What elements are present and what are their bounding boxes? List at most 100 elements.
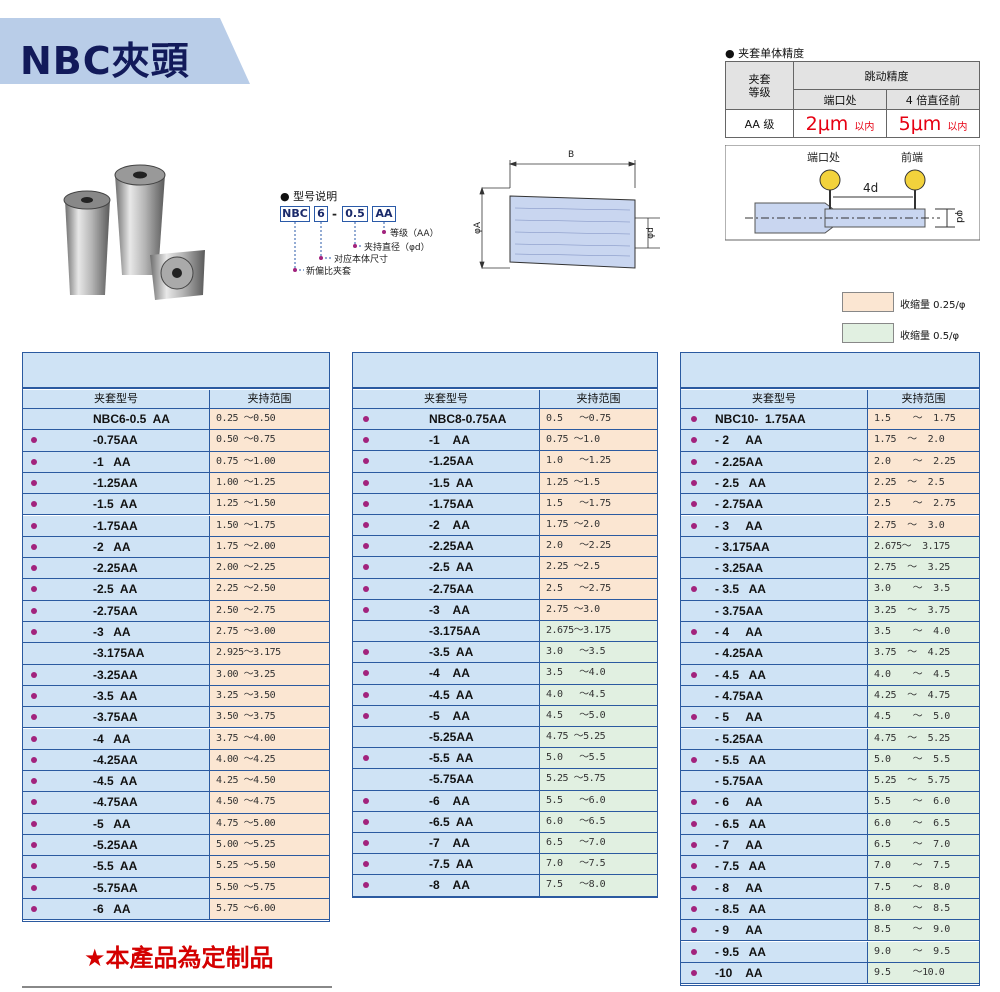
model-number: -3.175AA: [429, 624, 481, 638]
model-number: - 2 AA: [715, 433, 763, 448]
stock-dot-icon: [363, 437, 369, 444]
clamp-range-cell: 5.75 ～6.00: [209, 898, 329, 920]
clamp-range-cell: 5.5 ～6.0: [539, 790, 657, 811]
stock-dot-icon: [31, 714, 37, 721]
model-cell: - 6.5 AA: [681, 813, 867, 834]
model-cell: -1 AA: [23, 451, 209, 472]
model-number: -2.75AA: [429, 581, 474, 596]
clamp-range-cell: 7.5 ～ 8.0: [867, 877, 979, 898]
stock-dot-icon: [31, 799, 37, 806]
model-number: NBC6-0.5 AA: [93, 412, 170, 426]
model-number: - 2.75AA: [715, 497, 764, 512]
clamp-range-cell: 8.5 ～ 9.0: [867, 920, 979, 941]
model-number: -10 AA: [715, 965, 763, 980]
stock-dot-icon: [31, 905, 37, 912]
grade-label: 等级（AA）: [390, 229, 439, 239]
table-row: -5 AA 4.5 ～5.0: [353, 705, 657, 728]
stock-dot-icon: [691, 437, 697, 444]
model-number: NBC10- 1.75AA: [715, 412, 806, 426]
clamp-range-cell: 1.75 ～2.00: [209, 536, 329, 558]
model-number: - 2.25AA: [715, 454, 764, 469]
model-number: -6.5 AA: [429, 814, 474, 829]
precision-grade-header: 夹套 等级: [725, 61, 794, 110]
clamp-range-cell: 4.25 ～4.50: [209, 771, 329, 792]
model-cell: -3.5 AA: [23, 685, 209, 707]
model-cell: -8 AA: [353, 875, 539, 896]
model-cell: -5.5 AA: [23, 856, 209, 877]
model-number: - 7.5 AA: [715, 859, 766, 874]
stock-dot-icon: [363, 606, 369, 613]
gauge-4d-label: 4d: [863, 181, 879, 195]
stock-dot-icon: [691, 842, 697, 848]
model-number: -5.25AA: [93, 838, 138, 852]
stock-dot-icon: [363, 670, 369, 677]
model-cell: -6 AA: [353, 790, 539, 811]
model-cell: -3.5 AA: [353, 642, 539, 663]
clamp-range-cell: 2.50 ～2.75: [209, 600, 329, 621]
model-number: -1 AA: [93, 454, 131, 469]
clamp-range-cell: 6.5 ～ 7.0: [867, 835, 979, 856]
model-number: - 8 AA: [715, 880, 763, 895]
model-legend: ● 型号说明 NBC 6 - 0.5 AA 等级（AA） 夹持直径（φd） 对应…: [278, 188, 468, 288]
clamp-range-cell: 4.0 ～ 4.5: [867, 664, 979, 685]
model-cell: -1.25AA: [23, 472, 209, 494]
clamp-range-cell: 3.0 ～ 3.5: [867, 579, 979, 600]
model-number: - 5.5 AA: [715, 752, 766, 767]
stock-dot-icon: [31, 629, 37, 635]
model-number: - 3.5 AA: [715, 582, 766, 597]
model-cell: -4.5 AA: [353, 684, 539, 705]
model-number: -3.25AA: [93, 667, 138, 682]
model-cell: - 3.5 AA: [681, 579, 867, 600]
model-cell: -1.5 AA: [353, 472, 539, 493]
model-cell: -2 AA: [23, 536, 209, 558]
model-cell: -1.75AA: [353, 493, 539, 515]
clamp-range-cell: 4.5 ～5.0: [539, 705, 657, 727]
model-part-diameter: 0.5: [342, 206, 368, 222]
gauge-front-label: 前端: [901, 151, 923, 164]
clamp-range-cell: 2.75 ～3.0: [539, 599, 657, 621]
model-number: -2.25AA: [93, 561, 138, 576]
model-number: - 4.75AA: [715, 688, 764, 703]
model-number: -5 AA: [429, 708, 470, 723]
gauge-d-label: φd: [953, 210, 965, 223]
model-cell: - 4.5 AA: [681, 664, 867, 685]
stock-dot-icon: [31, 543, 37, 550]
clamp-range-cell: 3.25 ～ 3.75: [867, 600, 979, 621]
stock-dot-icon: [31, 820, 37, 827]
precision-4d-value: 5μm 以内: [886, 109, 980, 138]
model-number: - 5.25AA: [715, 731, 764, 746]
clamp-range-cell: 2.5 ～ 2.75: [867, 494, 979, 515]
model-number: -0.75AA: [93, 433, 138, 448]
stock-dot-icon: [31, 842, 37, 848]
precision-panel: ● 夹套单体精度 夹套 等级 跳动精度 端口处 4 倍直径前 AA 级 2μm …: [724, 45, 981, 275]
stock-dot-icon: [31, 458, 37, 465]
model-number: -1.5 AA: [93, 497, 138, 512]
model-cell: -2.75AA: [353, 578, 539, 599]
model-cell: -5.75AA: [353, 769, 539, 790]
clamp-range-cell: 4.75 ～ 5.25: [867, 728, 979, 749]
model-cell: - 3.75AA: [681, 600, 867, 621]
stock-dot-icon: [31, 479, 37, 486]
stock-dot-icon: [31, 778, 37, 785]
model-cell: -5.75AA: [23, 877, 209, 898]
clamp-range-cell: 0.75 ～1.00: [209, 451, 329, 472]
model-cell: -4.5 AA: [23, 771, 209, 792]
stock-dot-icon: [691, 969, 697, 976]
